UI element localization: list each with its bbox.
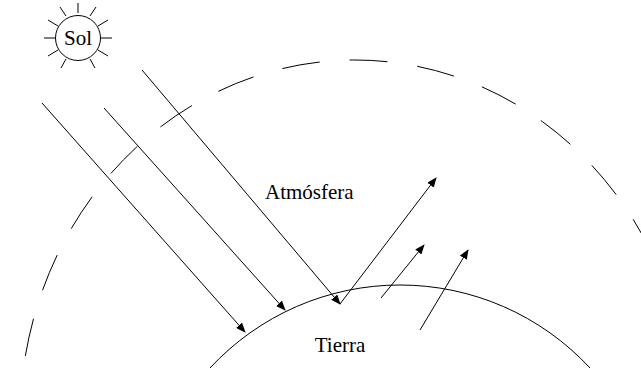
sunlight-arrow (104, 108, 285, 310)
earth-label: Tierra (315, 335, 366, 356)
atmosphere-outline (20, 60, 641, 368)
earth-arc: Tierra (140, 275, 620, 368)
earth-arc-outline (140, 275, 620, 368)
reflected-arrows (340, 178, 468, 330)
sunlight-arrow (42, 103, 245, 332)
sun-rays (44, 3, 112, 68)
atmosphere-label: Atmósfera (263, 182, 356, 203)
sun-circle: Sol (55, 15, 101, 61)
sun-label: Sol (64, 28, 92, 49)
